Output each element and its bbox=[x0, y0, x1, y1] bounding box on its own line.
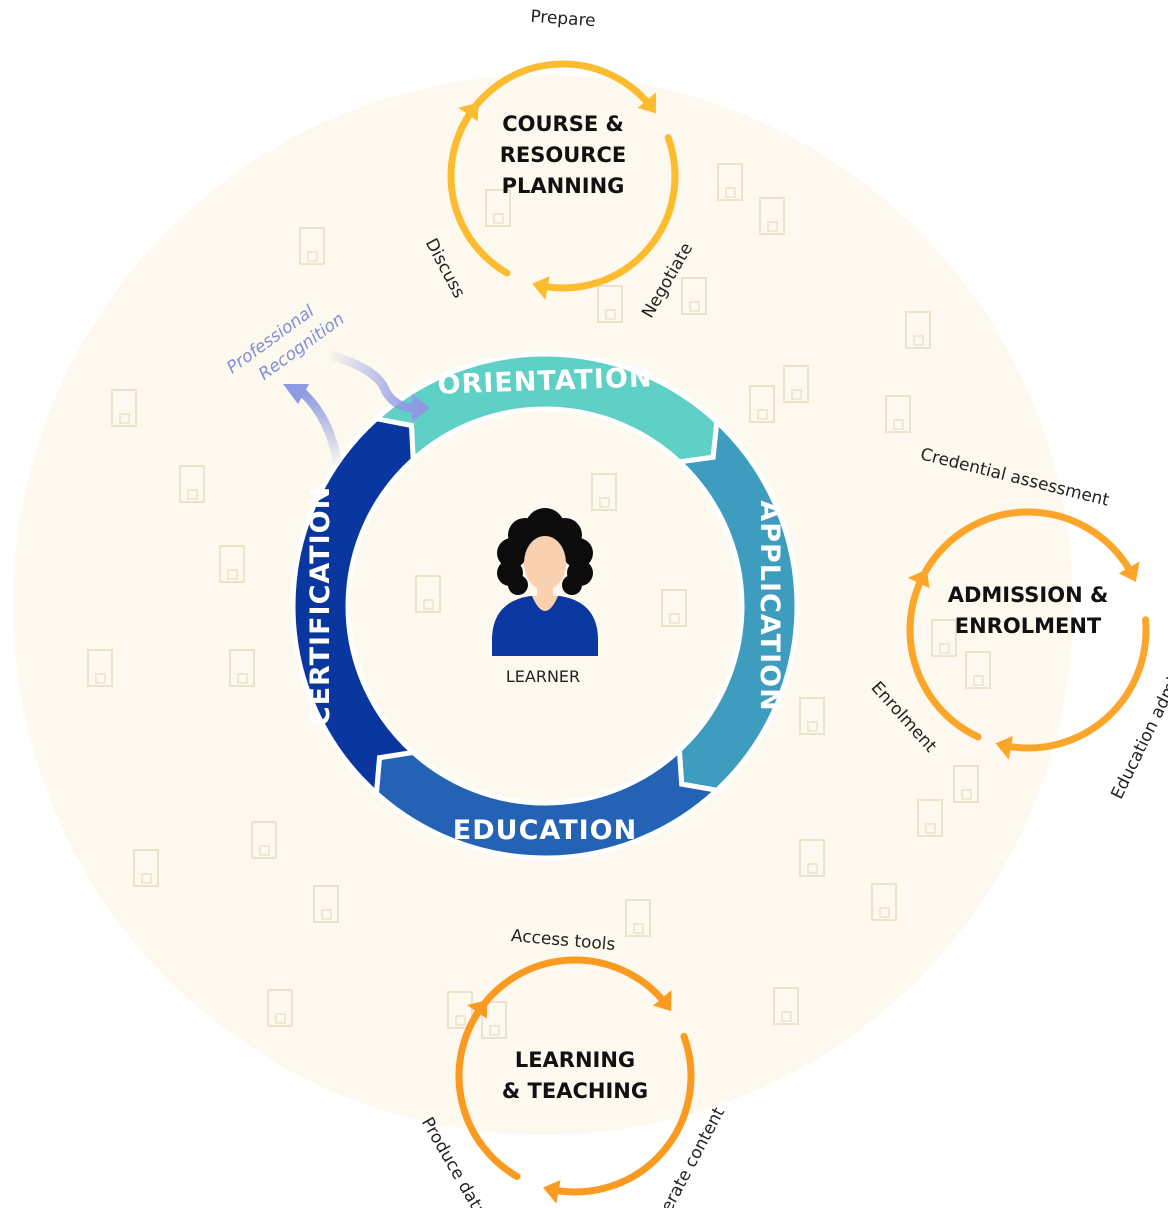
document-icon bbox=[871, 883, 897, 921]
cycle-arrowhead bbox=[907, 569, 930, 589]
stage-label-application: APPLICATION bbox=[754, 500, 785, 711]
cycle-title-line: RESOURCE bbox=[500, 143, 626, 167]
cycle-arrowhead bbox=[467, 999, 488, 1019]
document-icon bbox=[931, 619, 957, 657]
learner-icon bbox=[492, 508, 598, 656]
stage-label-education: EDUCATION bbox=[453, 815, 637, 846]
document-icon bbox=[267, 989, 293, 1027]
cycle-arrowhead bbox=[543, 1180, 561, 1204]
cycle-arc bbox=[1004, 616, 1150, 752]
document-icon bbox=[717, 163, 743, 201]
document-icon bbox=[591, 473, 617, 511]
document-icon bbox=[749, 385, 775, 423]
document-icon bbox=[485, 189, 511, 227]
document-icon bbox=[953, 765, 979, 803]
cycle-arrowhead bbox=[995, 736, 1013, 760]
document-icon bbox=[759, 197, 785, 235]
cycle-arc bbox=[457, 60, 653, 133]
document-icon bbox=[799, 697, 825, 735]
cycle-title-line: LEARNING bbox=[515, 1048, 635, 1072]
cycle-arc bbox=[551, 1032, 695, 1196]
document-icon bbox=[299, 227, 325, 265]
cycle-arrowhead bbox=[653, 990, 672, 1012]
stage-label-orientation: ORIENTATION bbox=[437, 362, 653, 400]
document-icon bbox=[773, 987, 799, 1025]
document-icon bbox=[251, 821, 277, 859]
cycle-arc bbox=[906, 576, 982, 741]
cycle-arc bbox=[455, 1005, 521, 1180]
document-icon bbox=[625, 899, 651, 937]
ring-segment-certification bbox=[290, 416, 419, 799]
document-icon bbox=[481, 1001, 507, 1039]
cycle-arc bbox=[447, 108, 511, 277]
cycle-arrowhead bbox=[532, 276, 550, 300]
main-cycle-ring: ORIENTATION APPLICATION EDUCATION CERTIFICA… bbox=[290, 351, 800, 861]
learner-label: LEARNER bbox=[506, 667, 580, 686]
cycle-step-label: Education admission bbox=[1107, 635, 1168, 802]
document-icon bbox=[965, 651, 991, 689]
cycle-title-line: PLANNING bbox=[502, 174, 625, 198]
document-icon bbox=[87, 649, 113, 687]
cycle-arc bbox=[922, 508, 1134, 575]
document-icon bbox=[783, 365, 809, 403]
stage-label-certification: CERTIFICATION bbox=[305, 486, 336, 726]
cycle-arc bbox=[540, 134, 679, 292]
cycle-arc bbox=[471, 956, 668, 1022]
cycle-title-line: COURSE & bbox=[502, 112, 624, 136]
document-icon bbox=[799, 839, 825, 877]
professional-recognition-arrows bbox=[283, 350, 430, 473]
document-icon bbox=[229, 649, 255, 687]
document-icon bbox=[179, 465, 205, 503]
document-icon bbox=[661, 589, 687, 627]
cycle-arrowhead bbox=[1118, 561, 1140, 583]
document-icon bbox=[219, 545, 245, 583]
document-icon bbox=[111, 389, 137, 427]
cycle-title-line: ENROLMENT bbox=[955, 614, 1102, 638]
cycle-title-line: ADMISSION & bbox=[948, 583, 1109, 607]
document-icon bbox=[133, 849, 159, 887]
document-icon bbox=[885, 395, 911, 433]
cycle-arrowhead bbox=[458, 102, 479, 122]
document-icon bbox=[597, 285, 623, 323]
document-icons bbox=[87, 163, 991, 1039]
document-icon bbox=[447, 991, 473, 1029]
cycle-arrowhead bbox=[637, 92, 657, 114]
document-icon bbox=[313, 885, 339, 923]
document-icon bbox=[681, 277, 707, 315]
cycle-title-line: & TEACHING bbox=[502, 1079, 648, 1103]
document-icon bbox=[415, 575, 441, 613]
cycle-step-label: Prepare bbox=[530, 7, 597, 32]
document-icon bbox=[905, 311, 931, 349]
document-icon bbox=[917, 799, 943, 837]
